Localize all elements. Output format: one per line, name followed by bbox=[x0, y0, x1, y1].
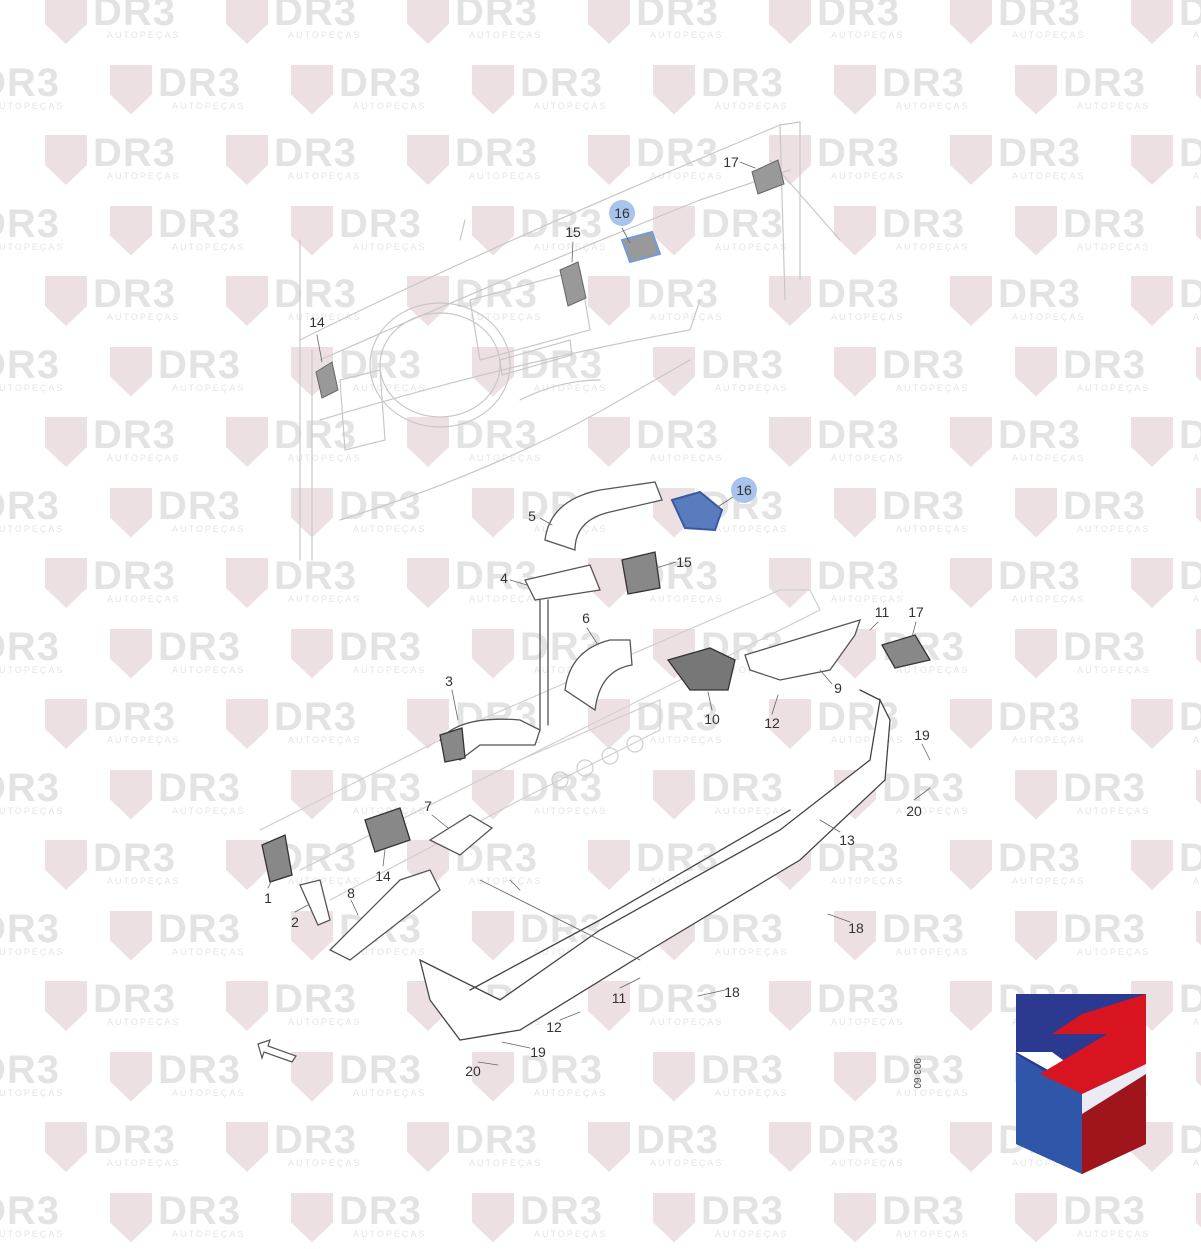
duct-6 bbox=[564, 639, 633, 712]
callout: 20 bbox=[906, 803, 922, 819]
callout: 13 bbox=[839, 832, 855, 848]
callout: 15 bbox=[565, 224, 581, 240]
callout: 3 bbox=[445, 673, 453, 689]
vent-3-outlet bbox=[439, 727, 466, 763]
watermark-subtitle: AUTOPEÇAS bbox=[715, 1228, 789, 1239]
watermark-subtitle: AUTOPEÇAS bbox=[896, 1228, 970, 1239]
watermark-subtitle: AUTOPEÇAS bbox=[0, 1228, 65, 1239]
parts-diagram bbox=[257, 121, 932, 1066]
callout: 10 bbox=[704, 711, 720, 727]
ducts bbox=[299, 481, 862, 961]
callout: 9 bbox=[834, 680, 842, 696]
callout-highlighted: 16 bbox=[731, 477, 757, 503]
vent-14 bbox=[364, 807, 411, 853]
vent-10 bbox=[666, 647, 736, 691]
callout: 1 bbox=[264, 890, 272, 906]
upper-vents bbox=[315, 159, 785, 399]
callout: 11 bbox=[874, 604, 890, 620]
callout: 18 bbox=[724, 984, 740, 1000]
vent-15 bbox=[621, 551, 661, 595]
callout: 19 bbox=[530, 1044, 546, 1060]
callout: 12 bbox=[764, 715, 780, 731]
direction-arrow bbox=[257, 1039, 297, 1063]
callout: 8 bbox=[347, 885, 355, 901]
duct-4 bbox=[524, 564, 601, 601]
duct-8 bbox=[328, 869, 441, 961]
callout: 11 bbox=[611, 990, 627, 1006]
callout: 15 bbox=[676, 554, 692, 570]
vents bbox=[261, 490, 932, 883]
callout: 12 bbox=[546, 1019, 562, 1035]
callout: 2 bbox=[291, 914, 299, 930]
callout: 19 bbox=[914, 727, 930, 743]
callout: 5 bbox=[528, 508, 536, 524]
dr3-logo bbox=[1016, 994, 1146, 1174]
duct-5 bbox=[544, 481, 663, 551]
duct-9 bbox=[744, 619, 862, 681]
watermark-subtitle: AUTOPEÇAS bbox=[534, 1228, 608, 1239]
callout: 7 bbox=[424, 798, 432, 814]
callout: 17 bbox=[723, 154, 739, 170]
watermark-subtitle: AUTOPEÇAS bbox=[1077, 1228, 1151, 1239]
callout: 4 bbox=[500, 570, 508, 586]
crossmember-13 bbox=[419, 689, 891, 1041]
cab-outline bbox=[299, 121, 841, 561]
leader-lines bbox=[267, 161, 931, 1066]
callout: 14 bbox=[375, 868, 391, 884]
vent-17 bbox=[881, 634, 932, 669]
callout: 17 bbox=[908, 604, 924, 620]
callout: 6 bbox=[582, 610, 590, 626]
vent-16-highlighted bbox=[670, 490, 724, 532]
callout: 14 bbox=[309, 314, 325, 330]
watermark-subtitle: AUTOPEÇAS bbox=[353, 1228, 427, 1239]
vent-1 bbox=[261, 834, 293, 883]
callout: 20 bbox=[465, 1063, 481, 1079]
duct-7 bbox=[428, 814, 494, 856]
drawing-code: 903 60 bbox=[911, 1058, 922, 1089]
callout: 18 bbox=[848, 920, 864, 936]
watermark-subtitle: AUTOPEÇAS bbox=[172, 1228, 246, 1239]
callout-highlighted: 16 bbox=[609, 200, 635, 226]
duct-2 bbox=[299, 879, 331, 926]
